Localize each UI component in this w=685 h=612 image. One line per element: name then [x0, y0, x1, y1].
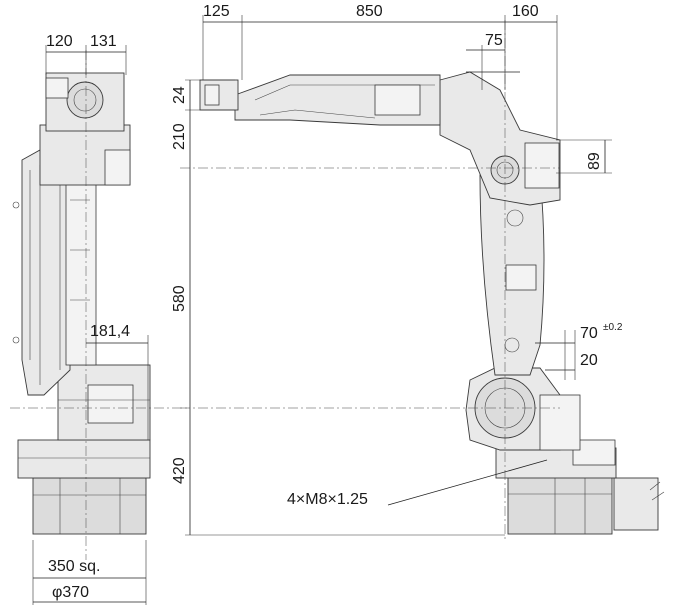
- front-dimension-lines: [185, 15, 612, 536]
- side-view-robot: [10, 50, 190, 560]
- dim-side-350sq: 350 sq.: [48, 558, 100, 575]
- side-base-plinth: [32, 477, 147, 535]
- dim-front-160: 160: [512, 3, 539, 20]
- dim-side-131: 131: [90, 33, 117, 50]
- dim-front-bolt-callout: 4×M8×1.25: [287, 491, 368, 508]
- dim-front-580: 580: [171, 285, 188, 312]
- dim-front-89: 89: [586, 152, 603, 170]
- dim-front-850: 850: [356, 3, 383, 20]
- side-lower-arm: [21, 149, 71, 396]
- dim-front-70: 70: [580, 325, 598, 342]
- dim-front-210: 210: [171, 123, 188, 150]
- front-base-plinth: [507, 475, 613, 535]
- dim-front-420: 420: [171, 457, 188, 484]
- front-connector-box: [613, 477, 659, 531]
- dim-side-120: 120: [46, 33, 73, 50]
- side-base-flange: [17, 439, 151, 479]
- dim-front-70-tolerance: ±0.2: [603, 322, 623, 333]
- dim-front-24: 24: [171, 86, 188, 104]
- dim-front-75: 75: [485, 32, 503, 49]
- dim-front-20: 20: [580, 352, 598, 369]
- front-view-robot: [180, 20, 665, 540]
- dim-side-181: 181,4: [90, 323, 130, 340]
- side-dimension-lines: [32, 45, 149, 605]
- side-cable-duct: [65, 149, 97, 366]
- dim-side-phi370: φ370: [52, 584, 89, 601]
- dim-front-125: 125: [203, 3, 230, 20]
